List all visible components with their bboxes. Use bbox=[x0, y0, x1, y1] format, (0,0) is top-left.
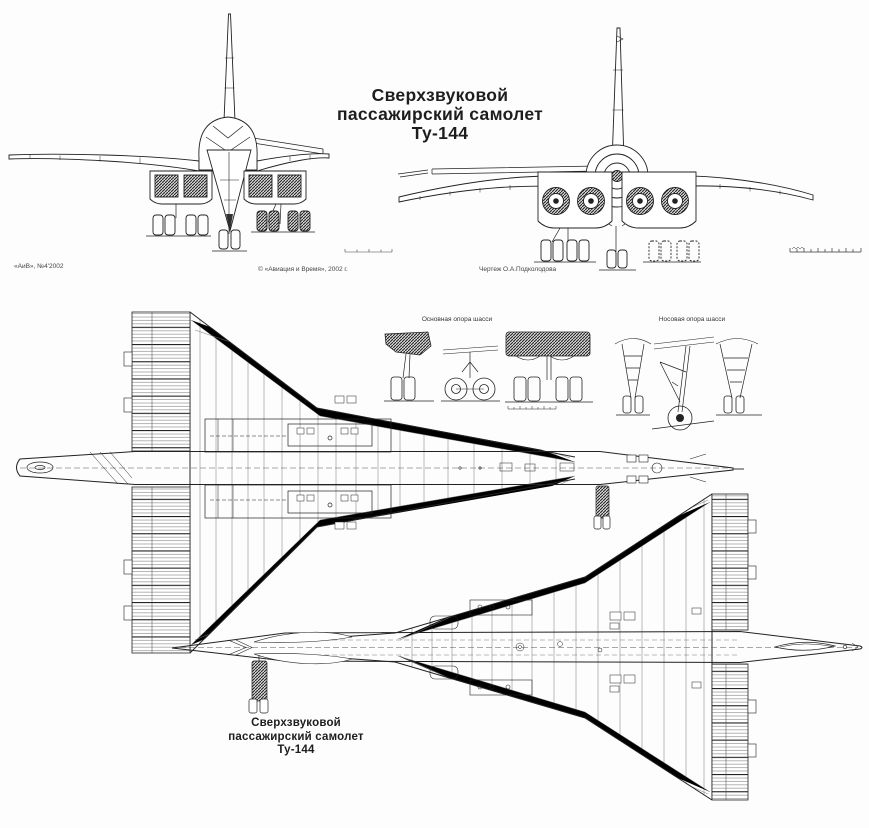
bottom-plan-view-drawing bbox=[171, 493, 863, 801]
main-gear-label: Основная опора шасси bbox=[421, 316, 493, 323]
right-main-gear bbox=[643, 240, 701, 263]
nose-visor bbox=[227, 631, 353, 665]
main-gear-bay-view bbox=[505, 331, 593, 403]
extended-nose-gear bbox=[593, 485, 611, 530]
right-nozzles bbox=[626, 187, 689, 215]
equipment-bays bbox=[515, 607, 702, 693]
bottom-title-line-3: Ту-144 bbox=[277, 744, 315, 756]
main-gear-side-view bbox=[384, 331, 434, 402]
main-gear-front-view bbox=[441, 345, 500, 402]
wing-ribs bbox=[397, 494, 711, 800]
canard bbox=[397, 165, 598, 178]
scale-bar bbox=[789, 247, 862, 253]
elevon-band-upper bbox=[711, 493, 749, 631]
fin-mast bbox=[223, 13, 236, 122]
rear-view-drawing bbox=[397, 27, 814, 271]
bottom-title: Сверхзвуковой пассажирский самолет Ту-14… bbox=[176, 717, 416, 758]
nose-gear-rear-view bbox=[715, 338, 762, 416]
magazine-credit: «АиВ», №4'2002 bbox=[14, 263, 64, 270]
left-main-gear bbox=[146, 204, 211, 237]
nose-gear-detail-drawing bbox=[614, 336, 762, 431]
left-main-gear bbox=[534, 227, 596, 263]
fin-mast bbox=[611, 27, 625, 163]
engine-nacelles bbox=[204, 395, 392, 530]
draughtsman-credit: Чертеж О.А.Подколодова bbox=[479, 266, 557, 273]
extended-nose-gear bbox=[248, 655, 269, 714]
nose-gear bbox=[599, 226, 636, 271]
title-line-1: Сверхзвуковой bbox=[371, 85, 509, 105]
wing-outline bbox=[339, 493, 713, 801]
page-title: Сверхзвуковой пассажирский самолет Ту-14… bbox=[280, 86, 600, 143]
top-plan-view-drawing bbox=[16, 311, 744, 654]
right-main-gear bbox=[251, 203, 315, 233]
left-nozzles bbox=[542, 187, 605, 215]
canard bbox=[246, 136, 324, 155]
front-view-drawing bbox=[8, 13, 330, 252]
elevon-band-upper bbox=[131, 311, 191, 452]
bottom-title-line-2: пассажирский самолет bbox=[228, 730, 364, 743]
title-line-3: Ту-144 bbox=[411, 123, 469, 143]
title-line-2: пассажирский самолет bbox=[336, 104, 544, 124]
left-wing bbox=[8, 153, 200, 172]
bottom-title-line-1: Сверхзвуковой bbox=[251, 717, 341, 729]
nose-gear-label: Носовая опора шасси bbox=[658, 316, 726, 323]
right-wing bbox=[256, 153, 330, 172]
copyright-credit: © «Авиация и Время», 2002 г. bbox=[258, 266, 348, 273]
fuselage-outline bbox=[171, 630, 863, 664]
gear-doors-and-bays bbox=[429, 599, 533, 696]
elevon-band-lower bbox=[131, 486, 191, 654]
fuselage-outline bbox=[16, 451, 734, 485]
mini-scale bbox=[344, 249, 393, 253]
cockpit-details bbox=[458, 453, 707, 484]
nose-gear-front-view bbox=[614, 338, 652, 416]
main-gear-detail-drawing bbox=[384, 331, 593, 410]
elevon-band-lower bbox=[711, 663, 749, 801]
nose-gear bbox=[212, 218, 247, 252]
gear-scale-bar bbox=[507, 406, 557, 410]
tail-details bbox=[26, 451, 133, 485]
elevon-hinges bbox=[123, 351, 133, 621]
tail-canopy bbox=[773, 641, 859, 652]
nose-gear-side-view bbox=[651, 336, 715, 431]
elevon-hinges bbox=[747, 519, 757, 758]
